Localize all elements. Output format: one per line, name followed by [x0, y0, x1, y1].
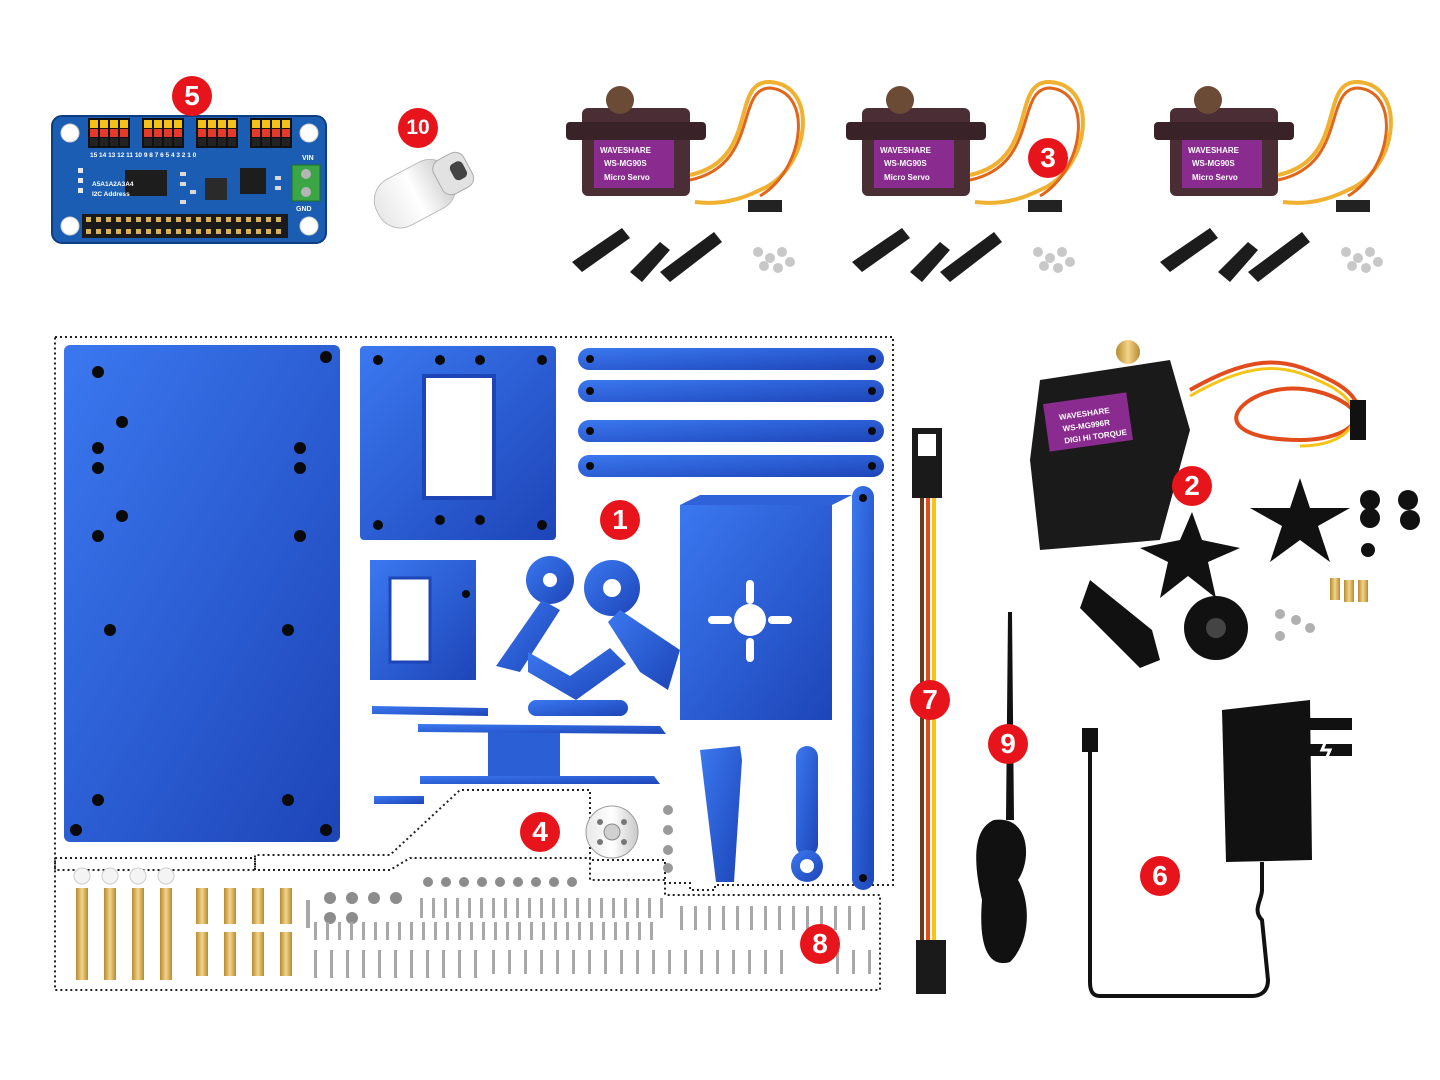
- acrylic-bars: [578, 348, 884, 477]
- servo-model: WS-MG90S: [1192, 159, 1235, 168]
- micro-servo-1: WAVESHARE WS-MG90S Micro Servo: [566, 79, 805, 282]
- servo-type: Micro Servo: [1192, 173, 1238, 182]
- brass-standoffs: [73, 867, 292, 980]
- callout-7: 7: [910, 680, 950, 720]
- power-adapter: [1082, 700, 1352, 998]
- callout-3: 3: [1028, 138, 1068, 178]
- vin-label: VIN: [302, 155, 314, 162]
- callout-9: 9: [988, 724, 1028, 764]
- usb-c-adapter: [373, 151, 475, 229]
- servo-type: Micro Servo: [604, 173, 650, 182]
- acrylic-linkage-parts: [372, 700, 823, 882]
- servo-driver-board: 15 14 13 12 11 10 9 8 7 6 5 4 3 2 1 0 A5…: [51, 115, 327, 244]
- callout-10: 10: [398, 108, 438, 148]
- screws-and-nuts: [306, 877, 871, 978]
- servo-extension-cable: [912, 428, 946, 994]
- acrylic-gripper: [496, 556, 680, 700]
- servo-brand: WAVESHARE: [600, 146, 652, 155]
- micro-servo-2: WAVESHARE WS-MG90S Micro Servo: [846, 79, 1085, 282]
- acrylic-long-arm: [852, 486, 874, 890]
- micro-servo-3: WAVESHARE WS-MG90S Micro Servo: [1154, 79, 1393, 282]
- servo-brand: WAVESHARE: [880, 146, 932, 155]
- hardware-boundary: [54, 857, 881, 991]
- aluminum-servo-hub: [585, 805, 673, 873]
- acrylic-frame-plate: [360, 346, 556, 540]
- callout-5: 5: [172, 76, 212, 116]
- servo-brand: WAVESHARE: [1188, 146, 1240, 155]
- servo-type: Micro Servo: [884, 173, 930, 182]
- callout-6: 6: [1140, 856, 1180, 896]
- callout-8: 8: [800, 924, 840, 964]
- servo-model: WS-MG90S: [604, 159, 647, 168]
- callout-2: 2: [1172, 466, 1212, 506]
- screwdriver: [976, 612, 1027, 964]
- gnd-label: GND: [296, 206, 312, 213]
- address-pins-label: A5A1A2A3A4: [92, 181, 134, 188]
- channel-numbers: 15 14 13 12 11 10 9 8 7 6 5 4 3 2 1 0: [90, 152, 197, 159]
- large-servo: WAVESHARE WS-MG996R DIGI HI TORQUE: [1030, 340, 1420, 668]
- callout-4: 4: [520, 812, 560, 852]
- address-label: I2C Address: [92, 191, 130, 198]
- callout-1: 1: [600, 500, 640, 540]
- acrylic-servo-bracket: [680, 495, 852, 720]
- servo-model: WS-MG90S: [884, 159, 927, 168]
- acrylic-small-bracket: [370, 560, 476, 680]
- acrylic-base-plate: [64, 345, 340, 842]
